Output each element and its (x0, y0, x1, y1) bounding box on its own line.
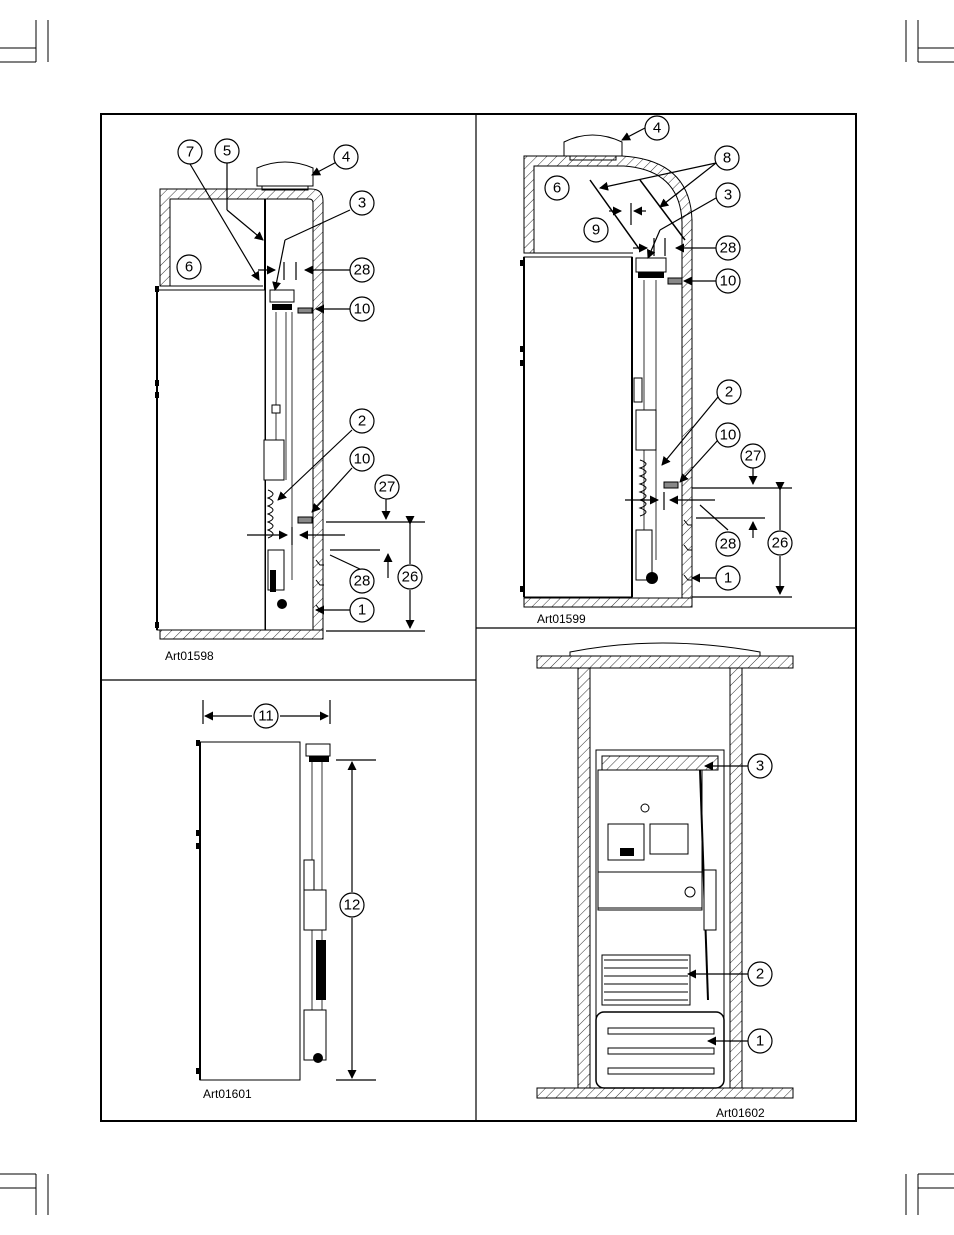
callout-6: 6 (185, 259, 193, 276)
callout-2: 2 (756, 966, 764, 983)
crop-marks (0, 20, 954, 1215)
enclosure-wall-right (729, 667, 743, 1089)
callout-26: 26 (772, 535, 789, 552)
callout-4: 4 (653, 120, 661, 137)
enclosure-wall (523, 155, 693, 599)
diagram-side-section-a: 7 5 4 3 6 28 10 2 10 27 28 26 1 Art01598 (155, 138, 425, 663)
callout-6: 6 (553, 180, 561, 197)
callout-10-top: 10 (720, 273, 737, 290)
callout-10-top: 10 (354, 301, 371, 318)
callout-28-top: 28 (354, 262, 371, 279)
callout-28-bottom: 28 (720, 536, 737, 553)
figure-frame (100, 113, 857, 1122)
callout-2: 2 (358, 413, 366, 430)
callout-7: 7 (186, 144, 194, 161)
callout-28-top: 28 (720, 240, 737, 257)
callout-3: 3 (756, 758, 764, 775)
roof-vent (256, 161, 314, 187)
callout-2: 2 (725, 384, 733, 401)
callout-27: 27 (745, 448, 762, 465)
condenser (601, 755, 719, 771)
roof-vent (569, 642, 761, 657)
callout-5: 5 (223, 143, 231, 160)
caption-art01598: Art01598 (165, 649, 214, 663)
diagram-refrigerator-dimensions: 11 12 Art01601 (196, 700, 376, 1101)
callout-12: 12 (344, 897, 361, 914)
refrigerator-body (523, 256, 633, 598)
callout-1: 1 (724, 570, 732, 587)
roof-section (536, 655, 794, 669)
callout-1: 1 (358, 602, 366, 619)
caption-art01599: Art01599 (537, 612, 586, 626)
callout-3: 3 (358, 195, 366, 212)
callout-10-bottom: 10 (720, 427, 737, 444)
callout-10-bottom: 10 (354, 451, 371, 468)
enclosure-wall (159, 188, 324, 631)
roof-vent (563, 134, 623, 157)
caption-art01602: Art01602 (716, 1106, 765, 1120)
callout-26: 26 (402, 569, 419, 586)
refrigerator-body (156, 289, 266, 631)
callout-9: 9 (592, 222, 600, 239)
callout-8: 8 (723, 150, 731, 167)
callout-27: 27 (379, 479, 396, 496)
refrigerator-body (199, 741, 301, 1081)
callout-11: 11 (258, 708, 274, 725)
callout-1: 1 (756, 1033, 764, 1050)
absorber-coil (601, 954, 691, 1006)
caption-art01601: Art01601 (203, 1087, 252, 1101)
diagram-side-section-b: 4 8 6 3 9 28 10 2 10 27 28 26 1 Art01599 (520, 115, 793, 626)
callout-28-bottom: 28 (354, 573, 371, 590)
callout-4: 4 (342, 149, 350, 166)
diagram-rear-view: 3 2 1 Art01602 (536, 642, 794, 1120)
enclosure-wall-left (577, 667, 591, 1089)
callout-3: 3 (724, 187, 732, 204)
